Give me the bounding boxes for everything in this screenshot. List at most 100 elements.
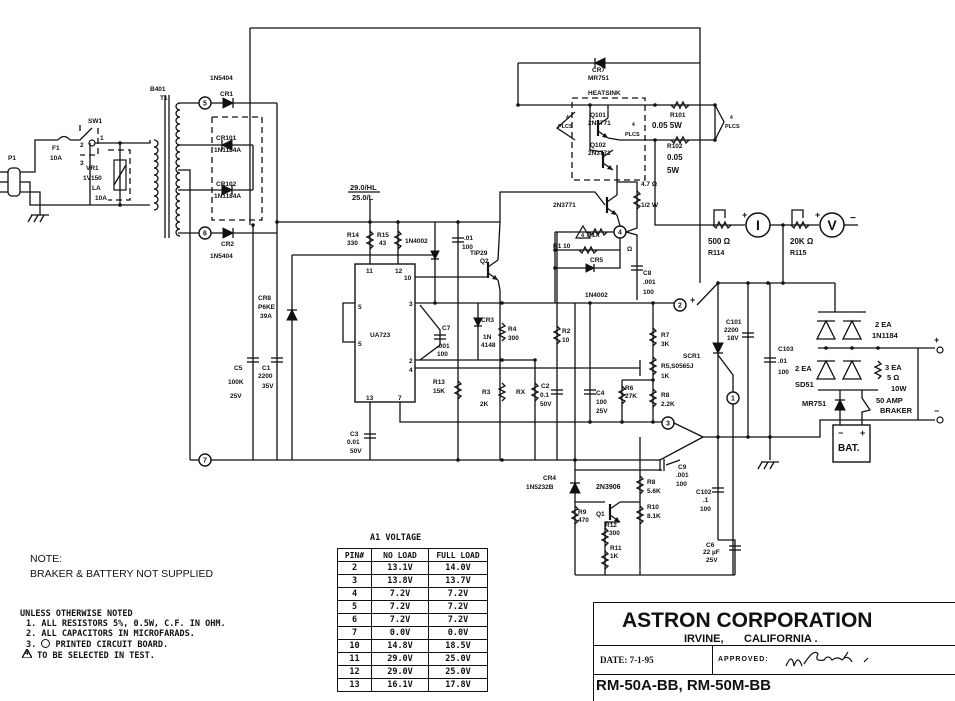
label-q1: Q1 (596, 511, 605, 518)
no-load-cell: 7.2V (371, 613, 429, 627)
resistor-icon (635, 475, 645, 495)
label-r115-val: 20K Ω (790, 237, 814, 246)
label-r8: R8 (661, 392, 670, 399)
plug-icon (7, 167, 21, 197)
label-c9-v: 100 (676, 481, 687, 488)
label-r8-val: 2.2K (661, 401, 675, 408)
label-r13: R13 (433, 379, 445, 386)
no-load-cell: 7.2V (371, 600, 429, 614)
notes-unless: UNLESS OTHERWISE NOTED (20, 609, 133, 619)
pcb-point-n4: 4 (613, 225, 627, 239)
label-q102: Q102 (590, 142, 606, 149)
label-b401: B401 (150, 86, 166, 93)
label-cr5-part: 1N4002 (585, 292, 608, 299)
junction-dot (456, 220, 460, 224)
label-c3: C3 (350, 431, 359, 438)
wire (589, 105, 604, 153)
label-bat: BAT. (838, 443, 860, 454)
ic-ua723 (354, 263, 416, 403)
meter-symbol: I (756, 217, 760, 233)
junction-dot (824, 346, 828, 350)
label-c3-val: 0.01 (347, 439, 360, 446)
wire (575, 469, 641, 575)
junction-dot (716, 435, 720, 439)
resistor-icon (497, 322, 507, 342)
col-header-full-load: FULL LOAD (428, 548, 488, 562)
voltage-table-title: A1 VOLTAGE (370, 533, 422, 543)
col-header-no-load: NO LOAD (371, 548, 429, 562)
label-c7-val: .001 (437, 343, 450, 350)
full-load-cell: 7.2V (428, 613, 488, 627)
label-plcs-n3: 4 (730, 115, 733, 121)
fuse-icon (57, 135, 71, 141)
label-r2: R2 (562, 328, 571, 335)
label-c3-v: 50V (350, 448, 362, 455)
resistor-icon (552, 325, 562, 345)
pcb-circle-icon (41, 639, 51, 648)
label-cr4: CR4 (543, 475, 556, 482)
wire (555, 111, 576, 141)
wire (625, 231, 638, 300)
label-sw1-p2: 2 (80, 142, 84, 149)
label-r3-val: 2K (480, 401, 489, 408)
label-r4: R4 (508, 326, 517, 333)
label-sd51-qty: 2 EA (795, 364, 812, 373)
junction-dot (653, 103, 657, 107)
full-load-cell: 25.0V (428, 665, 488, 679)
transistor-q101-icon (596, 117, 609, 139)
label-c102-v: 100 (700, 506, 711, 513)
label-c9: C9 (678, 464, 687, 471)
junction-dot (553, 266, 557, 270)
label-vcc-hl: 29.0/HL (350, 183, 377, 192)
label-pin3: 3 (409, 301, 413, 308)
col-header-pin: PIN# (337, 548, 372, 562)
diode-cr101-icon (220, 139, 233, 151)
label-r7-val: 3K (661, 341, 670, 348)
bridge-diode-icon (841, 359, 863, 380)
label-bat-plus: + (860, 428, 865, 438)
no-load-cell: 14.8V (371, 639, 429, 653)
label-breaker1: 50 AMP (876, 396, 903, 405)
pcb-point-n6: 6 (198, 226, 212, 240)
junction-dot (713, 103, 717, 107)
wire (703, 419, 935, 438)
no-load-cell: 13.1V (371, 561, 429, 575)
wire (70, 127, 93, 141)
capacitor-icon (584, 389, 596, 395)
pin-cell: 7 (337, 626, 372, 640)
label-cr2-part: 1N5404 (210, 253, 233, 260)
meter-meter_i: I (745, 212, 771, 238)
no-load-cell: 7.2V (371, 587, 429, 601)
label-n1184-qty: 2 EA (875, 320, 892, 329)
label-c5: C5 (234, 365, 243, 372)
diode-cr7-icon (593, 57, 606, 69)
diode-body (222, 97, 235, 109)
wire (555, 250, 621, 269)
transistor-arrow (492, 275, 498, 280)
ground-hatch (27, 214, 33, 223)
triangle-symbol-icon: 4 (22, 649, 32, 658)
label-cr4-part: 1N5232B (526, 484, 554, 491)
diode-body (473, 317, 483, 328)
junction-dot (433, 253, 437, 257)
junction-dot (396, 220, 400, 224)
junction-dot (500, 458, 504, 462)
note-4-text: TO BE SELECTED IN TEST. (37, 651, 155, 661)
label-bat-minus: − (838, 428, 843, 438)
junction-dot (651, 420, 655, 424)
label-out-plus: + (934, 335, 939, 345)
pin-cell: 5 (337, 600, 372, 614)
label-pin7: 7 (398, 395, 402, 402)
transistor-driver-2n3771-icon (605, 194, 618, 216)
junction-dot (500, 358, 504, 362)
label-c8-val: .001 (643, 279, 656, 286)
label-p1: P1 (8, 155, 16, 162)
transistor-q102-icon (601, 149, 614, 171)
no-load-cell: 0.0V (371, 626, 429, 640)
label-pin10: 10 (404, 275, 412, 282)
label-r8b-val: 5.6K (647, 488, 661, 495)
transistor-collector (606, 194, 618, 203)
wire (342, 302, 355, 343)
label-c6: C6 (706, 542, 715, 549)
